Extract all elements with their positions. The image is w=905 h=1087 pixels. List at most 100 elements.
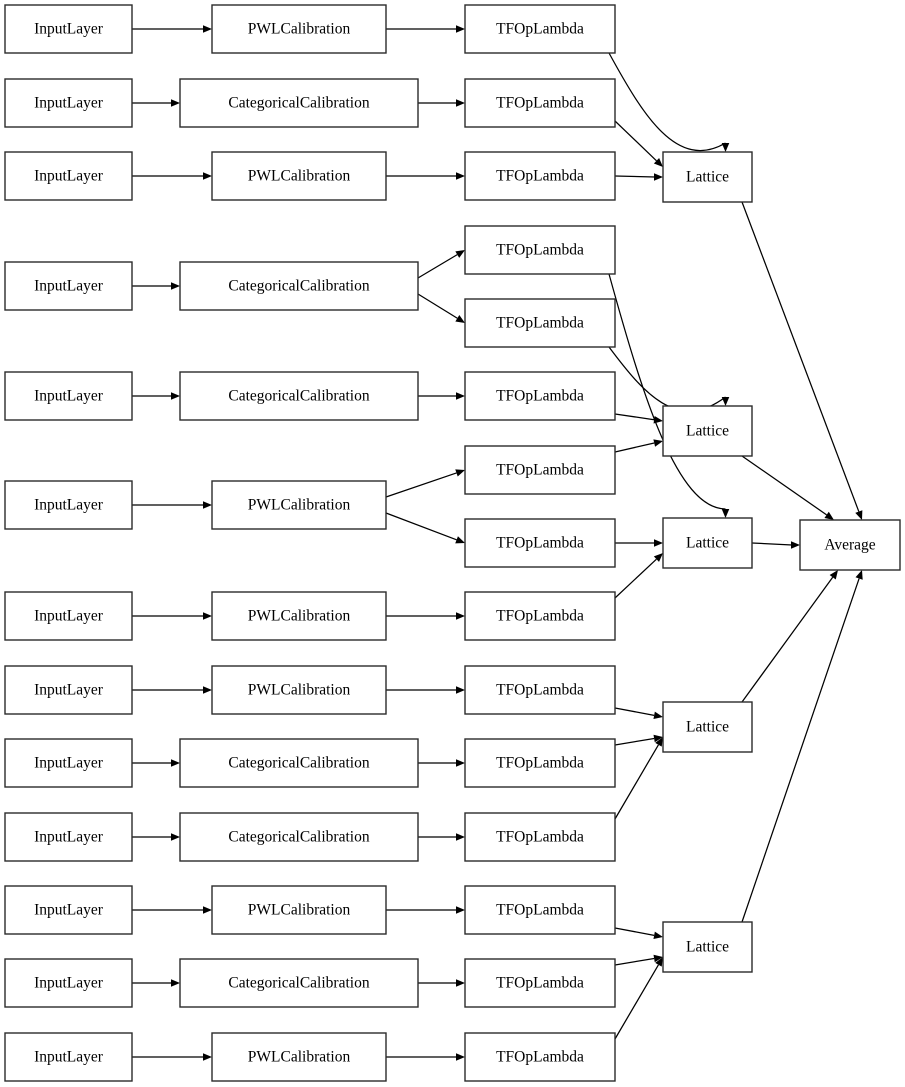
node-lattice-label: Lattice xyxy=(686,169,729,186)
edge-cal5-to-tf6 xyxy=(418,392,465,400)
node-pwl-calibration[interactable]: PWLCalibration xyxy=(211,885,387,935)
node-input-layer-label: InputLayer xyxy=(34,608,104,625)
node-input-layer-label: InputLayer xyxy=(34,829,104,846)
edge-lat3-to-avg xyxy=(751,541,800,549)
node-input-layer-label: InputLayer xyxy=(34,902,104,919)
node-input-layer[interactable]: InputLayer xyxy=(4,261,133,311)
node-tfop-lambda[interactable]: TFOpLambda xyxy=(464,812,616,862)
node-layer: InputLayerInputLayerInputLayerInputLayer… xyxy=(4,4,901,1082)
node-pwl-calibration[interactable]: PWLCalibration xyxy=(211,480,387,530)
edge-cal11-to-tf13 xyxy=(386,906,465,914)
edge-tf10-to-lat4 xyxy=(614,707,663,720)
edge-cal6-to-tf7 xyxy=(385,469,465,498)
edge-in9-to-cal9 xyxy=(132,759,180,767)
node-tfop-lambda[interactable]: TFOpLambda xyxy=(464,885,616,935)
node-categorical-calibration-label: CategoricalCalibration xyxy=(228,388,369,405)
node-input-layer-label: InputLayer xyxy=(34,21,104,38)
node-tfop-lambda[interactable]: TFOpLambda xyxy=(464,738,616,788)
edge-in12-to-cal12 xyxy=(132,979,180,987)
node-tfop-lambda[interactable]: TFOpLambda xyxy=(464,151,616,201)
node-lattice[interactable]: Lattice xyxy=(662,405,753,457)
node-tfop-lambda[interactable]: TFOpLambda xyxy=(464,1032,616,1082)
node-input-layer[interactable]: InputLayer xyxy=(4,1032,133,1082)
node-lattice[interactable]: Lattice xyxy=(662,517,753,569)
edge-tf1-to-lat1 xyxy=(608,52,730,152)
node-categorical-calibration[interactable]: CategoricalCalibration xyxy=(179,261,419,311)
node-tfop-lambda[interactable]: TFOpLambda xyxy=(464,518,616,568)
node-tfop-lambda[interactable]: TFOpLambda xyxy=(464,371,616,421)
node-input-layer-label: InputLayer xyxy=(34,497,104,514)
edge-cal3-to-tf3 xyxy=(386,172,465,180)
edge-tf9-to-lat3 xyxy=(614,553,663,599)
node-lattice-label: Lattice xyxy=(686,719,729,736)
node-lattice-label: Lattice xyxy=(686,535,729,552)
node-tfop-lambda[interactable]: TFOpLambda xyxy=(464,78,616,128)
node-input-layer[interactable]: InputLayer xyxy=(4,78,133,128)
node-tfop-lambda[interactable]: TFOpLambda xyxy=(464,445,616,495)
node-input-layer[interactable]: InputLayer xyxy=(4,591,133,641)
node-categorical-calibration[interactable]: CategoricalCalibration xyxy=(179,78,419,128)
node-input-layer[interactable]: InputLayer xyxy=(4,480,133,530)
node-input-layer[interactable]: InputLayer xyxy=(4,958,133,1008)
node-input-layer[interactable]: InputLayer xyxy=(4,151,133,201)
node-categorical-calibration[interactable]: CategoricalCalibration xyxy=(179,738,419,788)
node-pwl-calibration[interactable]: PWLCalibration xyxy=(211,1032,387,1082)
node-tfop-lambda-label: TFOpLambda xyxy=(496,755,584,772)
node-input-layer[interactable]: InputLayer xyxy=(4,885,133,935)
node-categorical-calibration[interactable]: CategoricalCalibration xyxy=(179,812,419,862)
node-lattice[interactable]: Lattice xyxy=(662,701,753,753)
node-tfop-lambda-label: TFOpLambda xyxy=(496,902,584,919)
node-input-layer[interactable]: InputLayer xyxy=(4,812,133,862)
node-pwl-calibration[interactable]: PWLCalibration xyxy=(211,591,387,641)
edge-in5-to-cal5 xyxy=(132,392,180,400)
node-categorical-calibration[interactable]: CategoricalCalibration xyxy=(179,958,419,1008)
node-input-layer[interactable]: InputLayer xyxy=(4,738,133,788)
edge-lat5-to-avg xyxy=(741,570,863,923)
node-tfop-lambda[interactable]: TFOpLambda xyxy=(464,298,616,348)
node-tfop-lambda[interactable]: TFOpLambda xyxy=(464,665,616,715)
edge-in6-to-cal6 xyxy=(132,501,212,509)
edge-tf5-to-lat2 xyxy=(608,346,730,412)
node-input-layer-label: InputLayer xyxy=(34,755,104,772)
node-lattice-label: Lattice xyxy=(686,939,729,956)
node-input-layer-label: InputLayer xyxy=(34,682,104,699)
edge-tf2-to-lat1 xyxy=(614,120,663,167)
node-tfop-lambda-label: TFOpLambda xyxy=(496,388,584,405)
node-tfop-lambda-label: TFOpLambda xyxy=(496,1049,584,1066)
edge-in10-to-cal10 xyxy=(132,833,180,841)
edge-in4-to-cal4 xyxy=(132,282,180,290)
edge-cal2-to-tf2 xyxy=(418,99,465,107)
edge-in8-to-cal8 xyxy=(132,686,212,694)
node-lattice[interactable]: Lattice xyxy=(662,151,753,203)
node-tfop-lambda[interactable]: TFOpLambda xyxy=(464,958,616,1008)
node-lattice[interactable]: Lattice xyxy=(662,921,753,973)
node-average[interactable]: Average xyxy=(799,519,901,571)
node-categorical-calibration-label: CategoricalCalibration xyxy=(228,755,369,772)
node-tfop-lambda-label: TFOpLambda xyxy=(496,535,584,552)
node-pwl-calibration-label: PWLCalibration xyxy=(248,902,351,919)
edge-cal8-to-tf10 xyxy=(386,686,465,694)
edge-lat4-to-avg xyxy=(741,570,838,703)
node-lattice-label: Lattice xyxy=(686,423,729,440)
edge-cal13-to-tf15 xyxy=(386,1053,465,1061)
node-input-layer[interactable]: InputLayer xyxy=(4,665,133,715)
node-tfop-lambda[interactable]: TFOpLambda xyxy=(464,225,616,275)
node-input-layer[interactable]: InputLayer xyxy=(4,371,133,421)
node-pwl-calibration[interactable]: PWLCalibration xyxy=(211,151,387,201)
node-tfop-lambda-label: TFOpLambda xyxy=(496,682,584,699)
edge-tf14-to-lat5 xyxy=(614,954,663,966)
node-categorical-calibration[interactable]: CategoricalCalibration xyxy=(179,371,419,421)
node-pwl-calibration[interactable]: PWLCalibration xyxy=(211,665,387,715)
node-input-layer[interactable]: InputLayer xyxy=(4,4,133,54)
edge-tf11-to-lat4 xyxy=(614,734,663,746)
node-pwl-calibration[interactable]: PWLCalibration xyxy=(211,4,387,54)
node-tfop-lambda[interactable]: TFOpLambda xyxy=(464,591,616,641)
edge-in7-to-cal7 xyxy=(132,612,212,620)
edge-cal9-to-tf11 xyxy=(418,759,465,767)
node-pwl-calibration-label: PWLCalibration xyxy=(248,1049,351,1066)
node-tfop-lambda[interactable]: TFOpLambda xyxy=(464,4,616,54)
edge-cal1-to-tf1 xyxy=(386,25,465,33)
node-tfop-lambda-label: TFOpLambda xyxy=(496,462,584,479)
edge-in11-to-cal11 xyxy=(132,906,212,914)
node-categorical-calibration-label: CategoricalCalibration xyxy=(228,278,369,295)
